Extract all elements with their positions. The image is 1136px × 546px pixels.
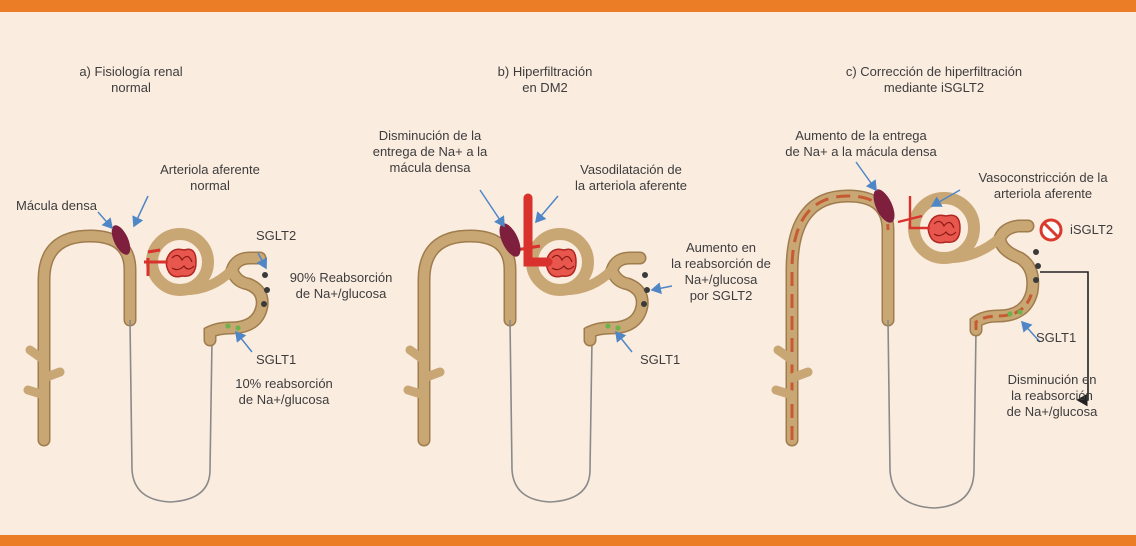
label-reabs90-line1: 90% Reabsorción bbox=[276, 270, 406, 286]
label-vasocon-line1: Vasoconstricción de la bbox=[958, 170, 1128, 186]
label-aumento-line1: Aumento en bbox=[656, 240, 786, 256]
label-entrega-line2: de Na+ a la mácula densa bbox=[766, 144, 956, 160]
label-isglt2: iSGLT2 bbox=[1070, 222, 1113, 238]
label-vasoconstriccion: Vasoconstricción de la arteriola aferent… bbox=[958, 170, 1128, 202]
panel-b-title-line2: en DM2 bbox=[470, 80, 620, 96]
label-aumento-line3: Na+/glucosa bbox=[656, 272, 786, 288]
panel-b-title-line1: b) Hiperfiltración bbox=[470, 64, 620, 80]
label-disminucion-entrega: Disminución de la entrega de Na+ a la má… bbox=[350, 128, 510, 176]
label-c-dismin-line2: la reabsorción bbox=[992, 388, 1112, 404]
label-reabs10-line2: de Na+/glucosa bbox=[214, 392, 354, 408]
label-sglt1-b: SGLT1 bbox=[640, 352, 680, 368]
label-reabs90-line2: de Na+/glucosa bbox=[276, 286, 406, 302]
label-reabsorcion-90: 90% Reabsorción de Na+/glucosa bbox=[276, 270, 406, 302]
label-aumento-line4: por SGLT2 bbox=[656, 288, 786, 304]
label-sglt1-a: SGLT1 bbox=[256, 352, 296, 368]
label-vaso-line2: la arteriola aferente bbox=[556, 178, 706, 194]
label-disminucion-reabsorcion: Disminución en la reabsorción de Na+/glu… bbox=[992, 372, 1112, 420]
panel-c-title-line2: mediante iSGLT2 bbox=[824, 80, 1044, 96]
label-reabsorcion-10: 10% reabsorción de Na+/glucosa bbox=[214, 376, 354, 408]
panel-b-title: b) Hiperfiltración en DM2 bbox=[470, 64, 620, 96]
label-aumento-line2: la reabsorción de bbox=[656, 256, 786, 272]
label-arteriola-line1: Arteriola aferente bbox=[140, 162, 280, 178]
panel-c-title: c) Corrección de hiperfiltración mediant… bbox=[824, 64, 1044, 96]
label-macula-densa: Mácula densa bbox=[16, 198, 97, 214]
panel-a-title-line2: normal bbox=[56, 80, 206, 96]
label-aumento-reabsorcion: Aumento en la reabsorción de Na+/glucosa… bbox=[656, 240, 786, 304]
label-dismin-line2: entrega de Na+ a la bbox=[350, 144, 510, 160]
label-arteriola-line2: normal bbox=[140, 178, 280, 194]
nephron-hyperfiltration bbox=[408, 190, 672, 502]
label-vasocon-line2: arteriola aferente bbox=[958, 186, 1128, 202]
label-aumento-entrega: Aumento de la entrega de Na+ a la mácula… bbox=[766, 128, 956, 160]
panel-a-title-line1: a) Fisiología renal bbox=[56, 64, 206, 80]
label-c-dismin-line1: Disminución en bbox=[992, 372, 1112, 388]
panel-c-title-line1: c) Corrección de hiperfiltración bbox=[824, 64, 1044, 80]
label-sglt1-c: SGLT1 bbox=[1036, 330, 1076, 346]
label-dismin-line3: mácula densa bbox=[350, 160, 510, 176]
label-dismin-line1: Disminución de la bbox=[350, 128, 510, 144]
glomerulus-normal bbox=[166, 249, 196, 277]
label-vasodilatacion: Vasodilatación de la arteriola aferente bbox=[556, 162, 706, 194]
stop-icon bbox=[1041, 220, 1061, 240]
label-sglt2-a: SGLT2 bbox=[256, 228, 296, 244]
nephron-normal bbox=[28, 196, 270, 502]
label-c-dismin-line3: de Na+/glucosa bbox=[992, 404, 1112, 420]
label-reabs10-line1: 10% reabsorción bbox=[214, 376, 354, 392]
panel-a-title: a) Fisiología renal normal bbox=[56, 64, 206, 96]
label-vaso-line1: Vasodilatación de bbox=[556, 162, 706, 178]
label-arteriola-normal: Arteriola aferente normal bbox=[140, 162, 280, 194]
label-entrega-line1: Aumento de la entrega bbox=[766, 128, 956, 144]
